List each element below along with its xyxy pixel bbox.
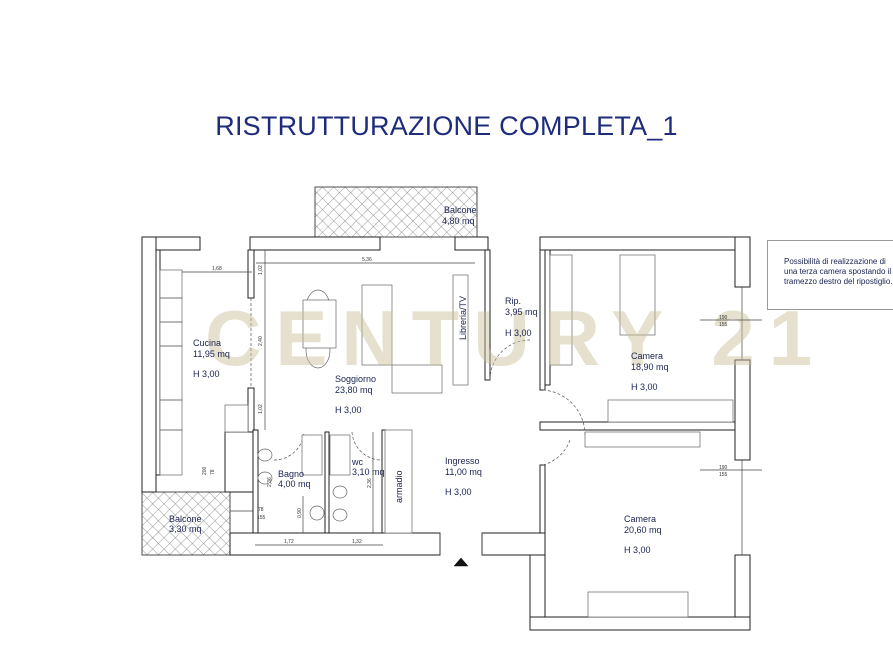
wc-name: wc <box>351 457 363 467</box>
dim-window-cam2-a: 190 <box>719 465 728 471</box>
dim-window-cam2-b: 155 <box>719 472 728 478</box>
plan-title: RISTRUTTURAZIONE COMPLETA_1 <box>215 111 678 141</box>
balcone-top-area: 4,80 mq <box>442 216 475 226</box>
rip-name: Rip. <box>505 296 521 306</box>
dim-door-left: 200 <box>202 466 208 475</box>
dim-opening-mid: 2,40 <box>258 336 264 346</box>
furniture <box>159 254 734 618</box>
balcone-top-name: Balcone <box>444 205 477 215</box>
exterior-walls <box>141 236 751 631</box>
dim-bagno-width: 1,72 <box>284 539 294 545</box>
dim-window-cam1-a: 190 <box>719 315 728 321</box>
camera1-height: H 3,00 <box>631 382 658 392</box>
dim-window-cam1-b: 155 <box>719 322 728 328</box>
dim-door-left-b: 78 <box>210 469 216 475</box>
balcone-left-name: Balcone <box>169 514 202 524</box>
watermark: CENTURY 21 <box>205 294 826 382</box>
camera2-area: 20,60 mq <box>624 525 662 535</box>
libreria-label: Libreria/TV <box>458 296 468 340</box>
ingresso-name: Ingresso <box>445 456 480 466</box>
dim-wc-h: 2,36 <box>367 478 373 488</box>
cucina-height: H 3,00 <box>193 369 220 379</box>
soggiorno-area: 23,80 mq <box>335 385 373 395</box>
dimension-labels: 1,68 5,36 1,02 2,40 1,02 1,72 1,32 2,36 … <box>202 257 728 545</box>
room-labels: Balcone 4,80 mq Cucina 11,95 mq H 3,00 S… <box>169 205 669 555</box>
interior-walls <box>224 249 736 534</box>
cucina-name: Cucina <box>193 338 221 348</box>
soggiorno-height: H 3,00 <box>335 405 362 415</box>
camera2-name: Camera <box>624 514 656 524</box>
dim-window-small-h: 155 <box>257 515 266 521</box>
armadio-label: armadio <box>394 470 404 503</box>
camera2-height: H 3,00 <box>624 545 651 555</box>
dim-bagno-h: 2,36 <box>267 477 273 487</box>
balcony-top <box>314 186 478 238</box>
dim-bagno-sub: 0,90 <box>297 508 303 518</box>
soggiorno-name: Soggiorno <box>335 374 376 384</box>
entrance-arrow-icon <box>453 557 469 567</box>
bagno-name: Bagno <box>278 469 304 479</box>
ingresso-area: 11,00 mq <box>445 467 482 477</box>
wc-area: 3,10 mq <box>352 467 385 477</box>
rip-height: H 3,00 <box>505 328 532 338</box>
dim-cucina-width: 1,68 <box>212 266 222 272</box>
note-box: Possibilità di realizzazione di una terz… <box>767 240 893 310</box>
bagno-area: 4,00 mq <box>278 479 311 489</box>
dim-wc-width: 1,32 <box>352 539 362 545</box>
dim-soggiorno-width: 5,36 <box>362 257 372 263</box>
balcony-left <box>141 491 231 556</box>
ingresso-height: H 3,00 <box>445 487 472 497</box>
dim-window-small: 78 <box>258 507 264 513</box>
dimension-lines <box>182 250 762 546</box>
balcone-left-area: 3,30 mq <box>169 524 202 534</box>
camera1-area: 18,90 mq <box>631 362 669 372</box>
camera1-name: Camera <box>631 351 663 361</box>
cucina-area: 11,95 mq <box>193 349 230 359</box>
dim-opening-bot: 1,02 <box>258 404 264 414</box>
rip-area: 3,95 mq <box>505 307 538 317</box>
dim-opening-top: 1,02 <box>258 265 264 275</box>
